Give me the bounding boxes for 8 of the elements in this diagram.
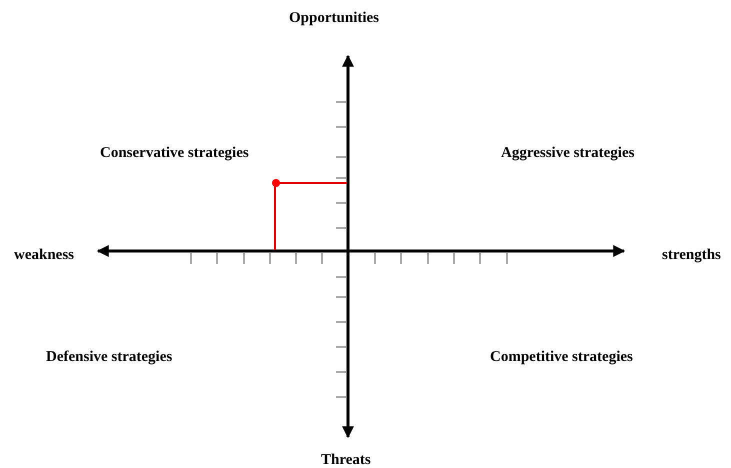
axis-label: weakness	[14, 246, 74, 264]
axis-label: strengths	[662, 246, 721, 264]
quadrant-label: Competitive strategies	[490, 348, 633, 366]
axis-label: Opportunities	[289, 9, 380, 27]
quadrant-label: Conservative strategies	[100, 144, 249, 162]
quadrant-label: Aggressive strategies	[501, 144, 634, 162]
quadrant-label: Defensive strategies	[46, 348, 172, 366]
axis-label: Threats	[321, 451, 371, 468]
